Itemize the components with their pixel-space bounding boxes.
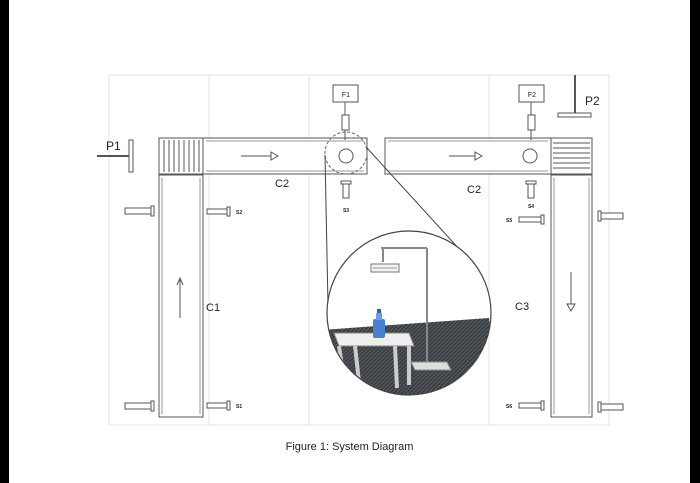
label-s3: S3 (343, 208, 349, 214)
pusher-p1 (97, 139, 134, 173)
zoom-connector-right (366, 147, 472, 263)
label-p2: P2 (585, 94, 600, 108)
filler-f1 (332, 84, 359, 140)
pusher-p2 (557, 75, 592, 118)
label-s2: S2 (236, 210, 242, 216)
zoom-highlight (324, 131, 368, 175)
label-p1: P1 (106, 139, 121, 153)
label-s4: S4 (528, 204, 534, 210)
label-c1: C1 (206, 302, 220, 314)
label-s5: S5 (506, 218, 512, 224)
figure-caption: Figure 1: System Diagram (285, 441, 414, 453)
zoom-connector-left (324, 154, 329, 306)
label-s6: S6 (506, 404, 512, 410)
label-f2: F2 (528, 92, 536, 99)
side-pushers (124, 205, 624, 413)
transfer-block-left (158, 137, 204, 175)
conveyor-c2-right (384, 137, 552, 175)
bottle-on-c2-right (522, 148, 538, 164)
conveyor-c1 (158, 174, 204, 418)
diagram-page: P1 P2 C2 (9, 0, 690, 483)
sensor-s3 (340, 180, 352, 199)
label-c3: C3 (515, 301, 529, 313)
sensor-s5 (518, 214, 545, 225)
filler-f2 (518, 84, 545, 140)
label-s1: S1 (236, 404, 242, 410)
sensors (206, 180, 545, 411)
sensor-s1 (206, 400, 231, 411)
label-c2-right: C2 (467, 184, 481, 196)
sensor-s4 (525, 180, 537, 199)
system-diagram: P1 P2 C2 (97, 74, 624, 426)
sensor-s6 (518, 400, 545, 411)
label-f1: F1 (342, 92, 350, 99)
background-grid (108, 74, 610, 426)
transfer-block-right (550, 137, 593, 175)
label-c2-left: C2 (275, 178, 289, 190)
conveyor-c3 (550, 174, 593, 418)
sensor-s2 (206, 206, 231, 217)
bottle-icon (373, 309, 385, 338)
bottle-on-c2-left (338, 148, 354, 164)
zoom-detail (326, 230, 492, 396)
